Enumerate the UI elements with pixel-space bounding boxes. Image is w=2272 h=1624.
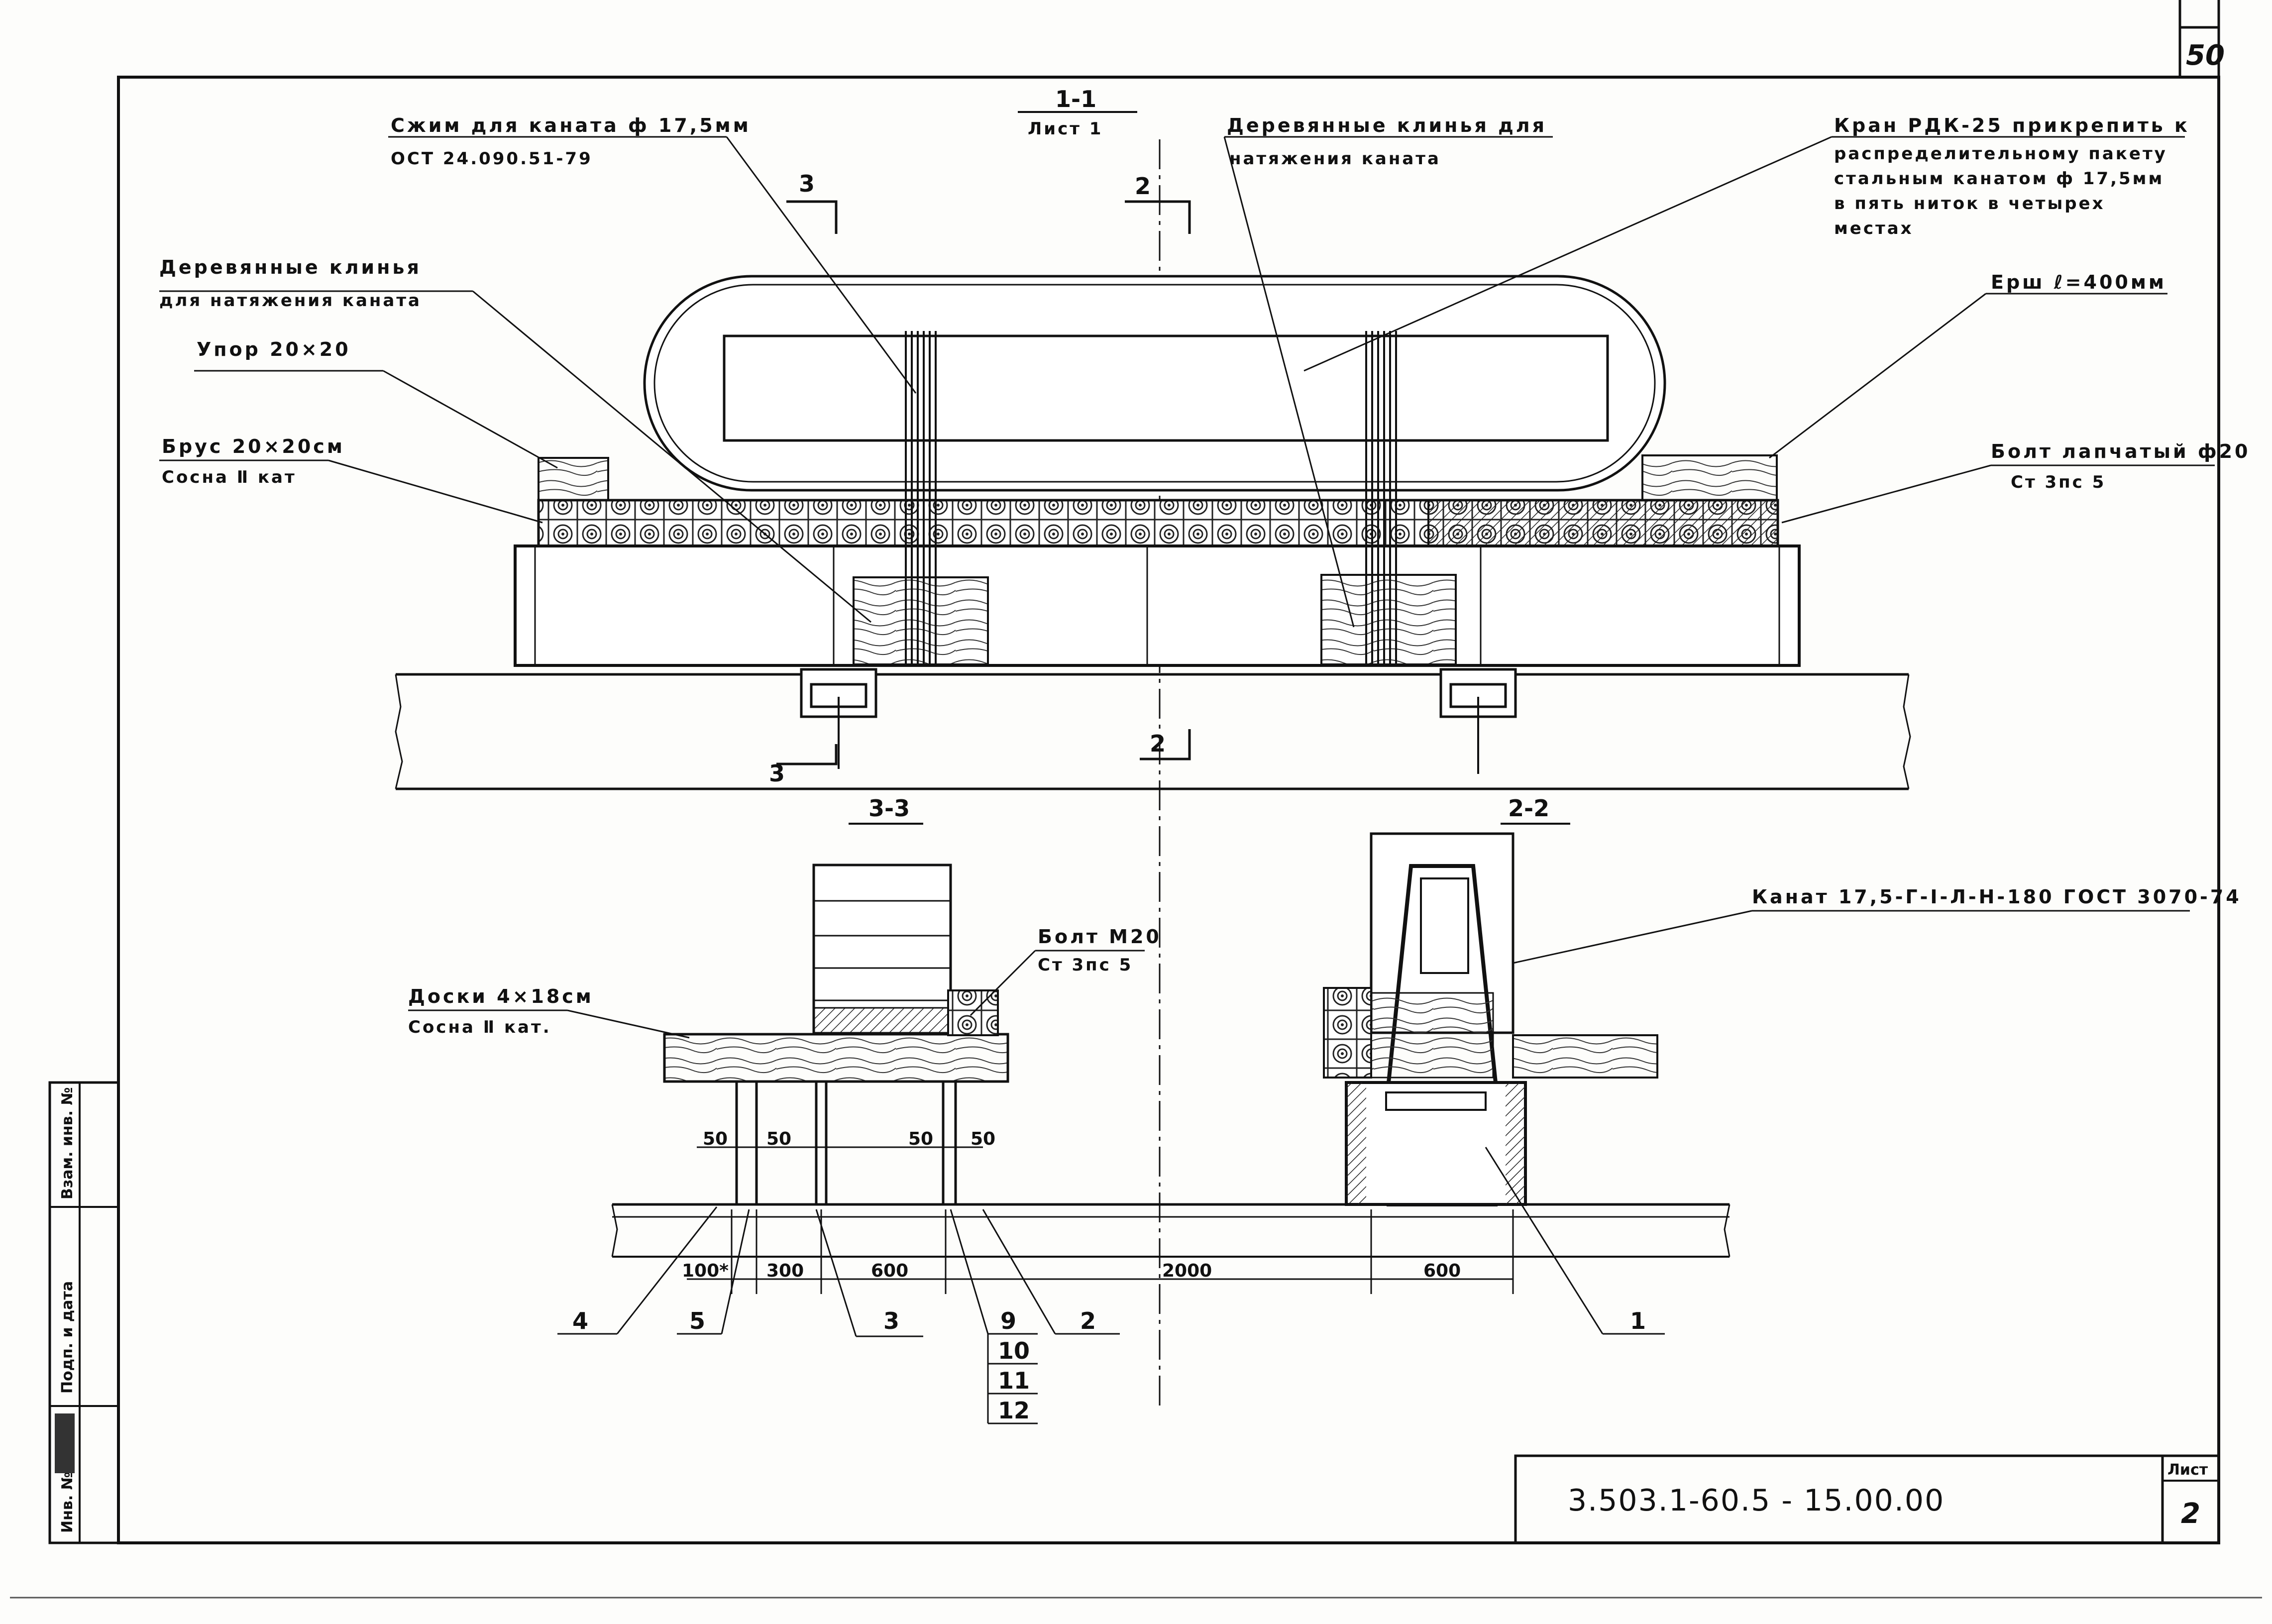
sheet-frame [10, 0, 2262, 1599]
section-1-1-title: 1-1 [1055, 86, 1096, 112]
pos-1: 1 [1630, 1307, 1646, 1334]
pos-3: 3 [883, 1307, 899, 1334]
channel-2-2 [1345, 1081, 1527, 1206]
dim-50-a: 50 [703, 1129, 728, 1149]
label-clamp-line2: ОСТ 24.090.51-79 [391, 149, 593, 169]
label-crane-line5: местах [1834, 218, 1914, 238]
distribution-package [514, 544, 1801, 667]
label-wedges-left-line1: Деревянные клинья [159, 256, 422, 278]
section-2-2: 2-2 [1323, 795, 1658, 1206]
left-stop [538, 457, 609, 504]
pos-12: 12 [998, 1397, 1030, 1424]
pos-5: 5 [689, 1307, 705, 1334]
stamp-sign-date: Подп. и дата [59, 1281, 76, 1394]
dim-600-b: 600 [1423, 1261, 1461, 1281]
section-2-2-title: 2-2 [1508, 795, 1549, 822]
channel-left [800, 668, 877, 718]
label-beam-line1: Брус 20×20см [162, 435, 345, 457]
dimension-lines [687, 1146, 1514, 1294]
label-crane-line3: стальным канатом ф 17,5мм [1834, 169, 2164, 189]
cut-2-top-label: 2 [1135, 173, 1151, 200]
label-crane-line4: в пять ниток в четырех [1834, 194, 2105, 214]
sheet-label: Лист [2167, 1461, 2208, 1479]
label-crane-line1: Кран РДК-25 прикрепить к [1834, 114, 2190, 136]
label-bolt-line1: Болт лапчатый ф20 [1991, 440, 2250, 462]
page-number-box: 50 [2178, 26, 2225, 79]
wedge-right [1320, 574, 1457, 665]
label-ruff: Ерш ℓ=400мм [1991, 271, 2166, 293]
dim-300: 300 [766, 1261, 804, 1281]
dim-50-d: 50 [971, 1129, 995, 1149]
dim-600-a: 600 [871, 1261, 908, 1281]
label-m20-line2: Ст 3пс 5 [1038, 955, 1133, 975]
label-wedges-left-line2: для натяжения каната [159, 291, 422, 311]
label-stop: Упор 20×20 [197, 338, 351, 360]
left-stamp: Взам. инв. № Подп. и дата Инв. № подл. [48, 1081, 120, 1544]
right-stop [1641, 454, 1778, 504]
label-crane-line2: распределительному пакету [1834, 144, 2167, 164]
pos-4: 4 [572, 1307, 588, 1334]
dim-50-c: 50 [908, 1129, 933, 1149]
pos-10: 10 [998, 1337, 1030, 1364]
section-1-1-sheet-ref: Лист 1 [1028, 119, 1103, 139]
label-wedges-right-line1: Деревянные клинья для [1227, 114, 1547, 136]
doc-code: 3.503.1-60.5 - 15.00.00 [1568, 1483, 1945, 1518]
dim-100: 100* [682, 1261, 729, 1281]
boards-3-3 [663, 1033, 1009, 1083]
label-m20-line1: Болт М20 [1038, 926, 1162, 948]
dim-2000: 2000 [1162, 1261, 1212, 1281]
position-stack [987, 1334, 1038, 1424]
page-number: 50 [2186, 39, 2225, 72]
rope-bundle-right [1365, 331, 1397, 667]
leader-lines [159, 136, 2215, 1337]
rope-bundle-left [905, 331, 937, 667]
pos-9: 9 [1000, 1307, 1016, 1334]
pos-2: 2 [1080, 1307, 1096, 1334]
label-bolt-line2: Ст 3пс 5 [2011, 472, 2106, 492]
title-block: 3.503.1-60.5 - 15.00.00 Лист 2 [1514, 1454, 2220, 1544]
crane-body [643, 275, 1666, 492]
cut-3-top-label: 3 [799, 170, 815, 197]
cut-2-bottom-label: 2 [1150, 730, 1166, 757]
label-beam-line2: Сосна Ⅱ кат [162, 467, 297, 487]
label-boards-line1: Доски 4×18см [408, 985, 594, 1007]
section-1-1: 1-1 Лист 1 3 2 [395, 86, 1911, 790]
channel-right [1439, 668, 1517, 718]
section-3-3: 3-3 [611, 795, 1731, 1258]
section-3-3-title: 3-3 [868, 795, 910, 822]
pos-11: 11 [998, 1367, 1030, 1394]
crane-window [723, 334, 1609, 442]
label-rope: Канат 17,5-Г-I-Л-Н-180 ГОСТ 3070-74 [1752, 886, 2242, 908]
dim-50-b: 50 [766, 1129, 791, 1149]
label-boards-line2: Сосна Ⅱ кат. [408, 1017, 551, 1037]
stamp-replace-inv: Взам. инв. № [59, 1087, 76, 1199]
label-clamp-line1: Сжим для каната ф 17,5мм [391, 114, 751, 136]
wedge-left [853, 576, 989, 665]
label-wedges-right-line2: натяжения каната [1229, 149, 1441, 169]
sheet-number: 2 [2181, 1498, 2200, 1530]
